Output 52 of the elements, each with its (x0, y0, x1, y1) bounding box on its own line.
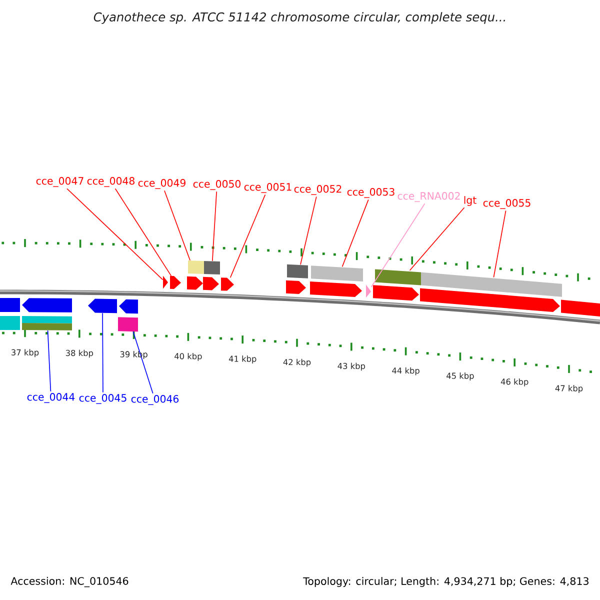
scale-label: 44 kbp (392, 367, 420, 376)
scale-label: 46 kbp (500, 378, 528, 386)
scale-label: 43 kbp (338, 362, 366, 371)
scale-label: 38 kbp (66, 350, 94, 358)
gene-feature (366, 284, 371, 298)
gene-label: cce_0044 (27, 393, 75, 403)
gene-feature (187, 260, 204, 290)
gene-label: cce_0052 (294, 185, 342, 195)
gene-feature (561, 300, 600, 316)
gene-feature (221, 278, 234, 291)
gene-label: cce_0050 (193, 180, 240, 190)
gene-label: lgt (464, 196, 476, 206)
gene-feature (373, 269, 421, 301)
leader-line (132, 331, 154, 394)
gene-feature (286, 264, 308, 294)
gene-feature (118, 299, 138, 332)
gene-feature (22, 298, 72, 330)
gene-feature (170, 276, 181, 290)
leader-line (230, 194, 266, 278)
gene-feature (310, 266, 363, 297)
leader-line (47, 330, 52, 392)
gene-label: cce_0046 (131, 395, 179, 405)
leader-line (66, 188, 164, 280)
gene-feature (163, 276, 168, 289)
gene-label: cce_0051 (244, 183, 292, 193)
gene-label: cce_0053 (347, 188, 394, 198)
scale-label: 41 kbp (228, 356, 256, 364)
gene-label: cce_0055 (483, 199, 530, 209)
leader-line (164, 190, 190, 261)
gene-label: cce_0049 (138, 179, 186, 189)
gene-label: cce_RNA002 (398, 192, 460, 202)
leader-line (370, 203, 426, 288)
gene-label: cce_0048 (87, 177, 134, 187)
scale-label: 47 kbp (555, 385, 583, 393)
footer-text: Accession: NC_010546 (10, 576, 128, 588)
gene-label: cce_0045 (79, 394, 126, 404)
gene-feature (420, 272, 562, 312)
scale-label: 42 kbp (283, 358, 311, 367)
leader-line (493, 210, 506, 278)
leader-line (102, 312, 104, 393)
scale-label: 45 kbp (446, 372, 474, 380)
gene-label: cce_0047 (36, 177, 84, 187)
leader-line (212, 191, 218, 262)
leader-line (114, 188, 172, 276)
scale-label: 37 kbp (12, 349, 39, 358)
gene-feature (88, 298, 117, 314)
gene-feature (203, 260, 220, 290)
scale-label: 40 kbp (174, 352, 202, 361)
footer-text: Topology: circular; Length: 4,934,271 bp; Genes: 4,813 (303, 577, 588, 587)
gene-feature (0, 298, 20, 330)
leader-line (342, 199, 369, 268)
title: Cyanothece sp. ATCC 51142 chromosome circular, complete sequ... (94, 12, 506, 24)
